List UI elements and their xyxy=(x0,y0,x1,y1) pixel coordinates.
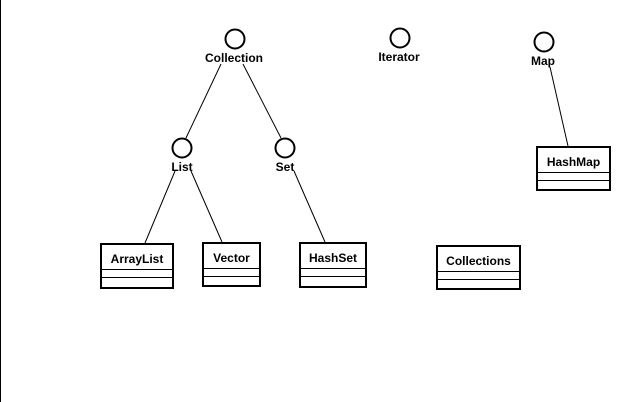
list-vector-connector xyxy=(190,170,223,243)
map-circle xyxy=(533,31,555,53)
set-label: Set xyxy=(275,160,295,174)
class-collections-name: Collections xyxy=(446,254,511,268)
set-circle xyxy=(274,137,296,159)
class-arraylist-attributes xyxy=(102,269,172,277)
set-hashset-connector xyxy=(293,170,326,243)
class-collections-attributes xyxy=(438,271,519,279)
class-vector: Vector xyxy=(202,242,261,287)
collection-list-connector xyxy=(185,63,222,139)
class-collections: Collections xyxy=(436,245,521,290)
class-vector-methods xyxy=(204,276,259,283)
class-hashset-attributes xyxy=(301,268,365,276)
class-arraylist: ArrayList xyxy=(100,243,174,289)
map-label: Map xyxy=(531,54,555,68)
class-collections-methods xyxy=(438,279,519,286)
class-vector-name: Vector xyxy=(213,251,250,265)
class-hashmap-attributes xyxy=(538,172,609,180)
collection-label: Collection xyxy=(204,51,264,65)
class-arraylist-methods xyxy=(102,277,172,284)
class-hashset-methods xyxy=(301,276,365,283)
class-vector-attributes xyxy=(204,268,259,276)
list-label: List xyxy=(171,160,193,174)
collection-set-connector xyxy=(242,63,282,139)
map-hashmap-connector xyxy=(549,66,569,147)
collection-circle xyxy=(224,28,246,50)
list-arraylist-connector xyxy=(144,170,176,244)
iterator-circle xyxy=(389,27,411,49)
class-hashset: HashSet xyxy=(299,242,367,288)
class-arraylist-name: ArrayList xyxy=(110,252,164,266)
class-hashmap-methods xyxy=(538,180,609,187)
class-hashmap-name: HashMap xyxy=(546,155,601,169)
class-hashmap: HashMap xyxy=(536,146,611,191)
iterator-label: Iterator xyxy=(378,50,420,64)
list-circle xyxy=(171,137,193,159)
class-hashset-name: HashSet xyxy=(308,251,358,265)
